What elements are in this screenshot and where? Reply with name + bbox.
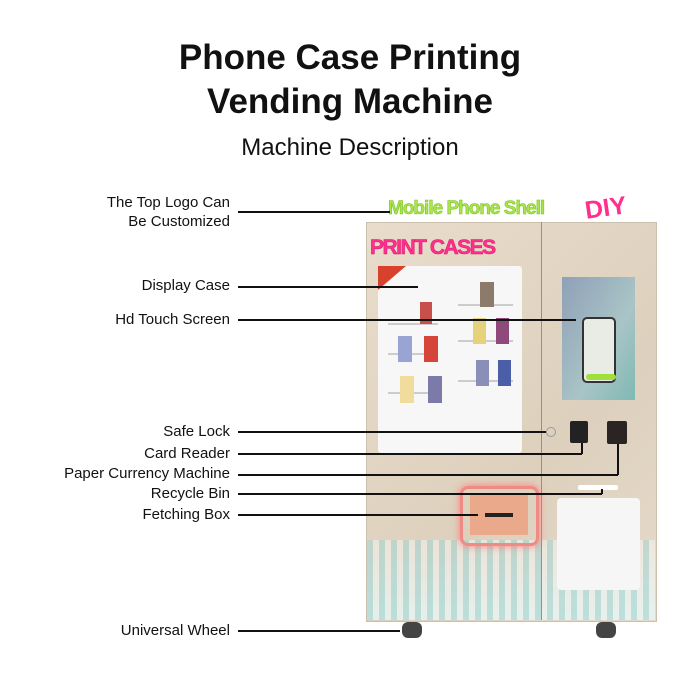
leader-line (581, 443, 583, 454)
label-universal-wheel: Universal Wheel (120, 622, 230, 639)
label-safe-lock: Safe Lock (163, 423, 230, 440)
touch-screen[interactable] (562, 277, 635, 400)
label-paper-currency: Paper Currency Machine (64, 465, 230, 482)
leader-line (238, 211, 390, 213)
top-logo-text: Mobile Phone Shell (388, 198, 546, 220)
paper-currency-slot[interactable] (607, 421, 627, 444)
subtitle: Machine Description (241, 134, 459, 161)
wheel-right (596, 622, 616, 638)
leader-line (238, 493, 602, 495)
label-card-reader: Card Reader (144, 445, 230, 462)
label-touch-screen: Hd Touch Screen (115, 311, 230, 328)
label-display-case: Display Case (141, 277, 230, 294)
print-cases-sign: PRINT CASES (370, 236, 497, 260)
label-recycle-bin: Recycle Bin (150, 485, 230, 502)
title-line-2: Vending Machine (207, 82, 493, 121)
lower-panel (557, 498, 640, 590)
card-reader[interactable] (570, 421, 588, 443)
leader-line (617, 444, 619, 475)
leader-line (238, 474, 618, 476)
leader-line (601, 489, 603, 494)
leader-line (238, 431, 546, 433)
recycle-bin-slot[interactable] (578, 485, 618, 490)
door-divider (541, 222, 542, 620)
leader-line (238, 453, 582, 455)
display-case (378, 266, 522, 453)
leader-line (238, 286, 418, 288)
leader-line (238, 319, 576, 321)
leader-line (238, 514, 478, 516)
phone-preview (582, 317, 616, 383)
safe-lock[interactable] (546, 427, 556, 437)
wheel-left (402, 622, 422, 638)
title-line-1: Phone Case Printing (178, 38, 522, 77)
leader-line (238, 630, 400, 632)
fetching-box[interactable] (460, 486, 539, 546)
top-logo-diy: DIY (583, 191, 629, 225)
label-fetching-box: Fetching Box (142, 506, 230, 523)
